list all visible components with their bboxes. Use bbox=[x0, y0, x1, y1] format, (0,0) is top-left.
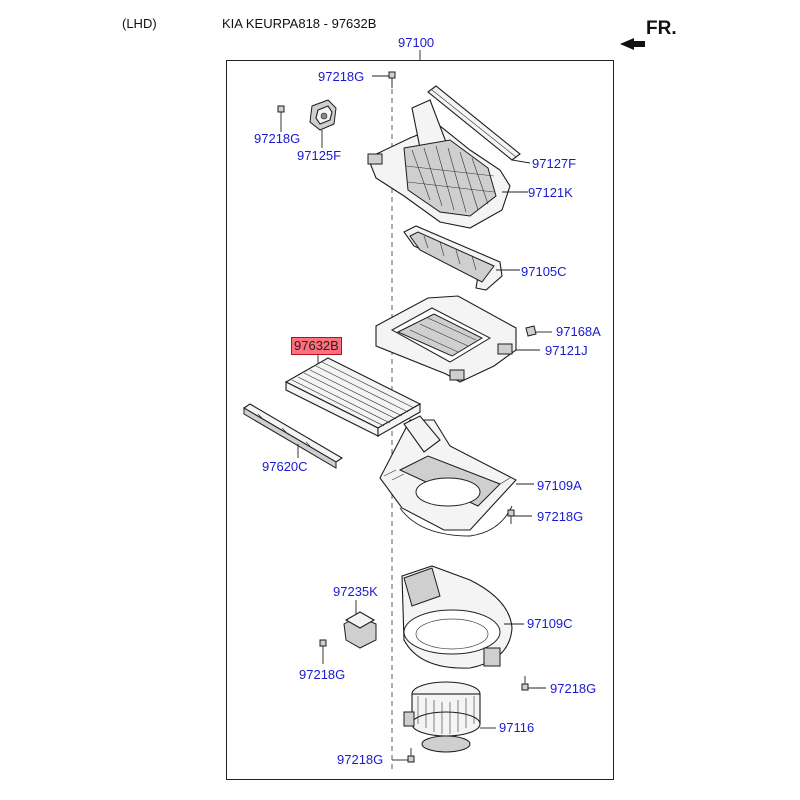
upper-case-part[interactable] bbox=[367, 99, 511, 229]
label-screw-mid[interactable]: 97218G bbox=[537, 509, 584, 524]
lhd-label: (LHD) bbox=[122, 16, 157, 31]
screw-mid-part[interactable] bbox=[507, 509, 515, 524]
label-filter-cover[interactable]: 97620C bbox=[262, 459, 308, 474]
label-screw-bottom[interactable]: 97218G bbox=[337, 752, 384, 767]
screw-bottom-part[interactable] bbox=[407, 748, 415, 763]
mid-case-part[interactable] bbox=[379, 415, 517, 537]
scroll-case-part[interactable] bbox=[401, 565, 513, 669]
label-screw-resistor[interactable]: 97218G bbox=[299, 667, 346, 682]
cabin-filter-part[interactable] bbox=[284, 357, 422, 437]
actuator-part[interactable] bbox=[309, 99, 337, 131]
label-blower-motor[interactable]: 97116 bbox=[499, 720, 535, 735]
clip-part[interactable] bbox=[525, 325, 537, 337]
label-case-mid[interactable]: 97109A bbox=[537, 478, 582, 493]
label-case-upper[interactable]: 97121K bbox=[528, 185, 573, 200]
screw-scroll-part[interactable] bbox=[521, 676, 529, 691]
blower-motor-part[interactable] bbox=[403, 681, 481, 753]
resistor-part[interactable] bbox=[343, 611, 377, 649]
screw-resistor-part[interactable] bbox=[319, 639, 327, 656]
front-direction-text: FR. bbox=[646, 18, 677, 39]
screw-top-part[interactable] bbox=[388, 71, 396, 88]
label-filter[interactable]: 97632B bbox=[291, 337, 342, 355]
filter-cover-part[interactable] bbox=[242, 403, 344, 469]
label-duct[interactable]: 97105C bbox=[521, 264, 567, 279]
model-title: KIA KEURPA818 - 97632B bbox=[222, 16, 377, 31]
label-frame[interactable]: 97121J bbox=[545, 343, 588, 358]
front-direction-label: FR. bbox=[646, 18, 677, 40]
screw-left-part[interactable] bbox=[277, 105, 285, 124]
label-actuator[interactable]: 97125F bbox=[297, 148, 342, 163]
label-scroll-case[interactable]: 97109C bbox=[527, 616, 573, 631]
duct-part[interactable] bbox=[403, 225, 503, 291]
label-screw-left[interactable]: 97218G bbox=[254, 131, 301, 146]
filter-frame-part[interactable] bbox=[375, 295, 517, 383]
label-seal[interactable]: 97127F bbox=[532, 156, 577, 171]
assembly-label[interactable]: 97100 bbox=[398, 35, 435, 50]
seal-strip-part[interactable] bbox=[427, 85, 521, 161]
label-screw-top[interactable]: 97218G bbox=[318, 69, 365, 84]
label-screw-scroll[interactable]: 97218G bbox=[550, 681, 597, 696]
front-arrow-icon bbox=[620, 38, 645, 50]
assembly-frame bbox=[226, 60, 614, 780]
label-clip[interactable]: 97168A bbox=[556, 324, 601, 339]
label-resistor[interactable]: 97235K bbox=[333, 584, 378, 599]
